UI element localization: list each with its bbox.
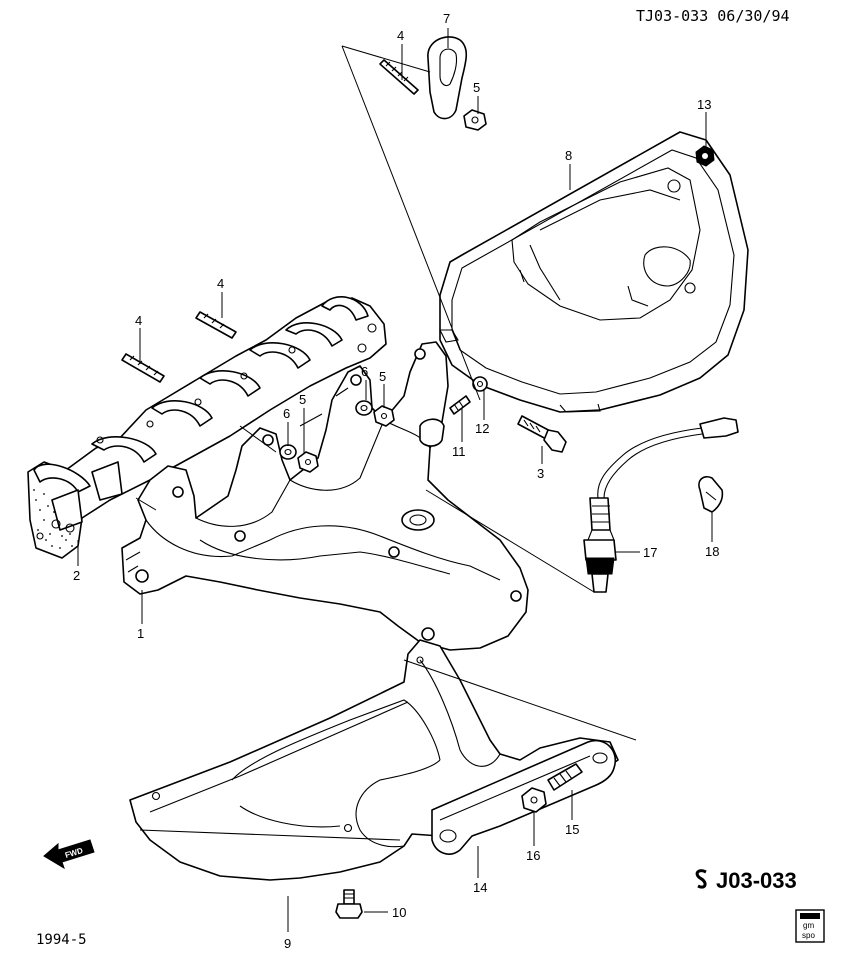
logo-line-1: gm — [803, 921, 814, 930]
callout-5-top: 5 — [473, 80, 480, 95]
callout-labels: 1 2 3 4 4 4 5 5 5 6 6 7 8 9 10 11 12 13 … — [73, 11, 719, 951]
callout-15: 15 — [565, 822, 579, 837]
stud-part-15 — [547, 763, 583, 791]
callout-leaders — [77, 28, 713, 932]
nut-part-5-top — [463, 109, 487, 131]
callout-4-middle: 4 — [217, 276, 224, 291]
nut-part-5-upper — [373, 405, 395, 427]
callout-5-upper: 5 — [379, 369, 386, 384]
suzuki-s-icon — [695, 869, 707, 889]
heat-shield-part-8 — [439, 131, 749, 413]
exhaust-manifold-part-1 — [121, 341, 529, 651]
washer-part-6-upper — [355, 400, 373, 416]
callout-18: 18 — [705, 544, 719, 559]
callout-6-upper: 6 — [361, 364, 368, 379]
reference-code-text: J03-033 — [716, 868, 797, 893]
oxygen-sensor-part-17 — [583, 417, 739, 593]
callout-2: 2 — [73, 568, 80, 583]
callout-11: 11 — [452, 444, 466, 459]
callout-13: 13 — [697, 97, 711, 112]
callout-8: 8 — [565, 148, 572, 163]
logo-line-2: spo — [802, 931, 815, 940]
nut-part-16 — [521, 787, 547, 813]
forward-direction-arrow: FWD — [43, 839, 95, 870]
callout-5-lower: 5 — [299, 392, 306, 407]
reference-code: J03-033 — [695, 868, 797, 893]
callout-4-top: 4 — [397, 28, 404, 43]
washer-part-6-lower — [279, 444, 297, 460]
callout-17: 17 — [643, 545, 657, 560]
callout-10: 10 — [392, 905, 406, 920]
nut-part-13 — [695, 145, 715, 167]
callout-3: 3 — [537, 466, 544, 481]
year-note: 1994-5 — [36, 932, 87, 948]
callout-9: 9 — [284, 936, 291, 951]
bracket-part-7 — [427, 36, 468, 120]
clip-part-18 — [698, 475, 724, 513]
alignment-lines — [135, 45, 637, 741]
stud-part-4-top — [379, 59, 419, 95]
gasket-part-2 — [27, 296, 387, 559]
callout-12: 12 — [475, 421, 489, 436]
gasket-texture — [33, 489, 73, 549]
bolt-part-10 — [335, 889, 363, 919]
gm-spo-logo-icon: gm spo — [795, 909, 825, 943]
callout-14: 14 — [473, 880, 487, 895]
drawing-id: TJ03-033 06/30/94 — [636, 7, 790, 25]
stud-part-4-left — [121, 353, 165, 383]
stud-part-11 — [449, 395, 471, 415]
callout-7: 7 — [443, 11, 450, 26]
nut-part-5-lower — [297, 451, 319, 473]
callout-1: 1 — [137, 626, 144, 641]
bolt-part-3 — [517, 415, 567, 453]
callout-6-lower: 6 — [283, 406, 290, 421]
washer-part-12 — [472, 376, 488, 392]
callout-16: 16 — [526, 848, 540, 863]
stud-part-4-middle — [195, 311, 237, 339]
callout-4-left: 4 — [135, 313, 142, 328]
